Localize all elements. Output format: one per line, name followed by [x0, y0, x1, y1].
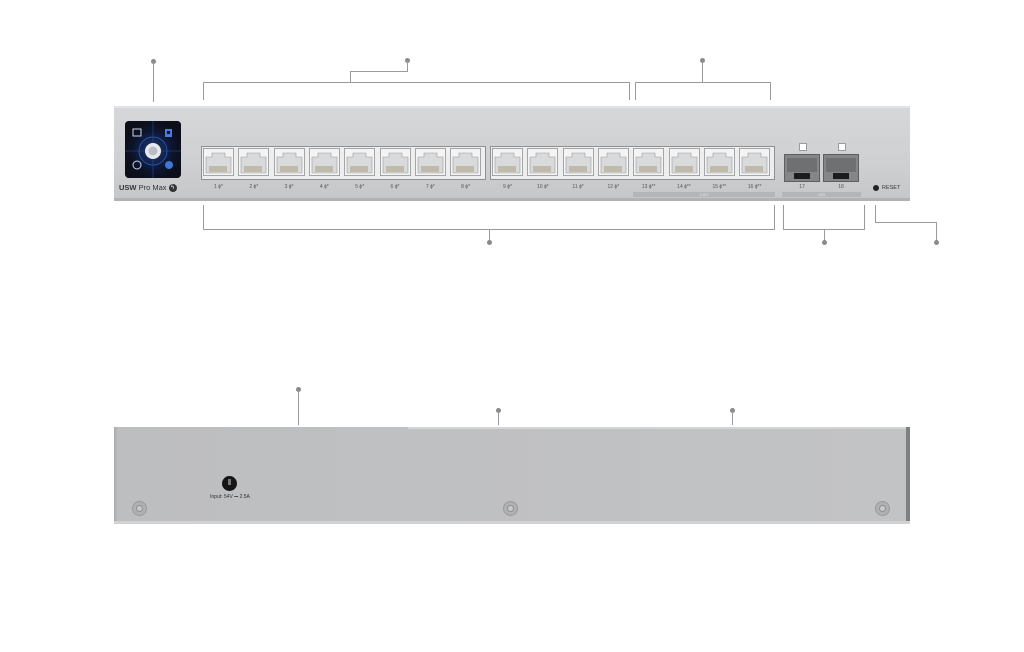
speed-bar-2-5g: 2.5G: [633, 192, 775, 197]
rj45-jack-icon: [668, 148, 700, 176]
rj45-port-15[interactable]: [703, 148, 735, 176]
rj45-port-16[interactable]: [739, 148, 771, 176]
rj45-port-2[interactable]: [238, 148, 270, 176]
port-label: 8 ϕ*: [461, 184, 471, 190]
dc-power-jack[interactable]: [222, 476, 237, 491]
rj45-port-14[interactable]: [668, 148, 700, 176]
port-label: 3 ϕ*: [284, 184, 294, 190]
rj45-port-1[interactable]: [203, 148, 234, 176]
port-label: 2 ϕ*: [249, 184, 259, 190]
port-label: 4 ϕ*: [319, 184, 329, 190]
port-label: 14 ϕ**: [677, 184, 691, 190]
port-label: 9 ϕ*: [503, 184, 512, 190]
rj45-jack-icon: [379, 148, 411, 176]
reset-button[interactable]: [873, 185, 879, 191]
rj45-jack-icon: [203, 148, 234, 176]
rj45-port-12[interactable]: [597, 148, 629, 176]
rear-panel: Input: 54V ⎓ 2.5A: [114, 427, 910, 524]
display-ui-icon: [125, 121, 181, 178]
rj45-port-5[interactable]: [344, 148, 376, 176]
rj45-jack-icon: [562, 148, 594, 176]
sfp-label-18: 18: [838, 184, 844, 190]
rj45-jack-icon: [344, 148, 376, 176]
sfp-17-led: [799, 143, 807, 151]
rj45-jack-icon: [273, 148, 305, 176]
sfp-port-18[interactable]: [823, 154, 859, 182]
rj45-jack-icon: [414, 148, 446, 176]
rj45-jack-icon: [597, 148, 629, 176]
port-label: 5 ϕ*: [355, 184, 365, 190]
rj45-jack-icon: [308, 148, 340, 176]
bolt-icon: ϟ: [168, 184, 177, 193]
power-input-label: Input: 54V ⎓ 2.5A: [210, 494, 250, 500]
port-label: 11 ϕ*: [572, 184, 584, 190]
rear-right-edge: [906, 427, 910, 521]
rj45-jack-icon: [450, 148, 482, 176]
rj45-port-11[interactable]: [562, 148, 594, 176]
screw-icon: [875, 501, 890, 516]
rj45-jack-icon: [739, 148, 771, 176]
rj45-jack-icon: [527, 148, 559, 176]
sfp-cage-icon: [787, 158, 817, 179]
rj45-jack-icon: [238, 148, 270, 176]
speed-bar-10g: 10G: [782, 192, 861, 197]
rj45-port-8[interactable]: [450, 148, 482, 176]
rj45-port-9[interactable]: [492, 148, 523, 176]
sfp-label-17: 17: [799, 184, 805, 190]
sfp-port-17[interactable]: [784, 154, 820, 182]
rj45-port-13[interactable]: [633, 148, 665, 176]
port-label: 7 ϕ*: [425, 184, 435, 190]
port-label: 15 ϕ**: [712, 184, 727, 190]
rj45-jack-icon: [703, 148, 735, 176]
rj45-jack-icon: [492, 148, 523, 176]
rj45-jack-icon: [633, 148, 665, 176]
port-label: 10 ϕ*: [536, 184, 549, 190]
port-label: 16 ϕ**: [747, 184, 762, 190]
rj45-port-7[interactable]: [414, 148, 446, 176]
port-label: 6 ϕ*: [390, 184, 400, 190]
port-label: 13 ϕ**: [641, 184, 656, 190]
rj45-port-3[interactable]: [273, 148, 305, 176]
reset-label: RESET: [882, 185, 901, 191]
screw-icon: [132, 501, 147, 516]
port-label: 1 ϕ*: [214, 184, 223, 190]
sfp-18-led: [838, 143, 846, 151]
rj45-port-4[interactable]: [308, 148, 340, 176]
rj45-port-10[interactable]: [527, 148, 559, 176]
rj45-port-6[interactable]: [379, 148, 411, 176]
sfp-cage-icon: [826, 158, 856, 179]
screw-icon: [503, 501, 518, 516]
touchscreen-display[interactable]: [125, 121, 181, 178]
rear-top-edge: [408, 427, 910, 429]
port-label: 12 ϕ*: [607, 184, 620, 190]
